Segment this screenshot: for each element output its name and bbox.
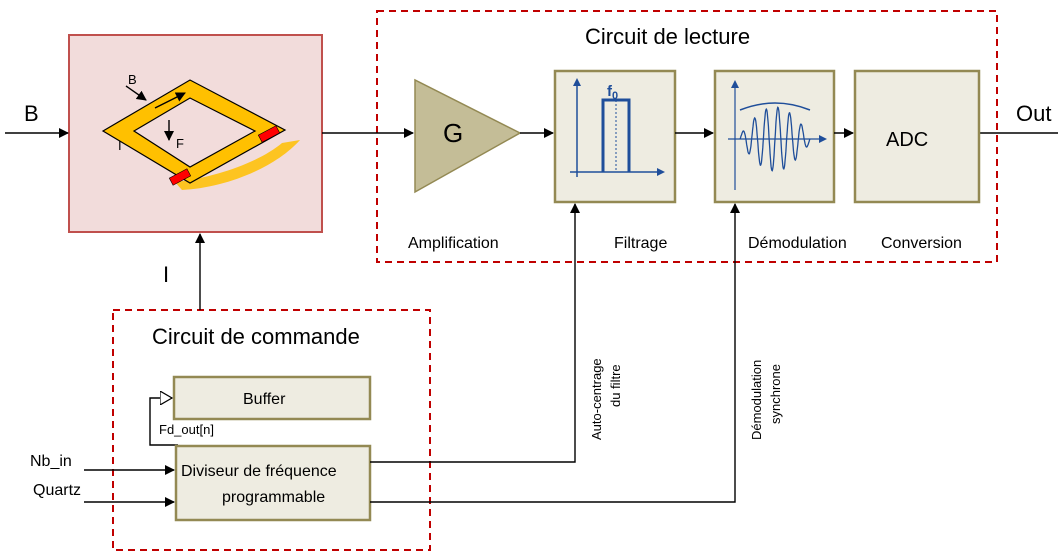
autocentrage-line (370, 203, 580, 463)
svg-text:f0: f0 (607, 83, 618, 102)
buffer-label: Buffer (243, 391, 286, 408)
command-circuit-border (112, 309, 431, 551)
divider-block: Diviseur de fréquence programmable (174, 444, 372, 522)
buffer-block: Buffer (172, 375, 372, 421)
demod-sync-line (370, 203, 740, 503)
output-label: Out (1016, 101, 1051, 126)
coil-icon (101, 79, 300, 190)
amp-gain-label: G (443, 118, 463, 148)
adc-block: ADC (853, 69, 981, 204)
sensor-b-label: B (128, 72, 137, 87)
demod-sync-label-line1: Démodulation (749, 360, 764, 440)
reading-circuit-title: Circuit de lecture (585, 24, 750, 49)
nb-in-label: Nb_in (30, 453, 72, 470)
demodulation-label: Démodulation (748, 235, 847, 252)
demodulation-block (713, 69, 836, 204)
conversion-label: Conversion (881, 235, 962, 252)
sensor-block: B I F (68, 34, 323, 233)
demod-sync-label-line2: synchrone (768, 364, 783, 424)
amplifier-block: G (414, 78, 522, 194)
fd-out-label: Fd_out[n] (159, 422, 214, 437)
quartz-label: Quartz (33, 482, 81, 499)
command-circuit-title: Circuit de commande (152, 324, 360, 349)
reading-circuit-border (376, 10, 998, 263)
divider-label-line1: Diviseur de fréquence (181, 463, 337, 480)
current-i-label: I (163, 262, 169, 287)
sensor-f-label: F (176, 136, 184, 151)
filter-f0-label: f (607, 83, 613, 100)
amplification-label: Amplification (408, 235, 499, 252)
feedback-path (149, 398, 178, 446)
demod-icon (728, 80, 827, 190)
filter-block: f0 (553, 69, 677, 204)
autocentrage-label-line1: Auto-centrage (589, 358, 604, 440)
filtrage-label: Filtrage (614, 235, 667, 252)
autocentrage-label-line2: du filtre (608, 364, 623, 407)
divider-label-line2: programmable (222, 489, 325, 506)
adc-label: ADC (886, 129, 928, 151)
input-b-label: B (24, 101, 39, 126)
filter-f0-subscript: 0 (612, 90, 618, 102)
bandpass-icon (570, 78, 665, 177)
sensor-i-label: I (118, 138, 122, 153)
